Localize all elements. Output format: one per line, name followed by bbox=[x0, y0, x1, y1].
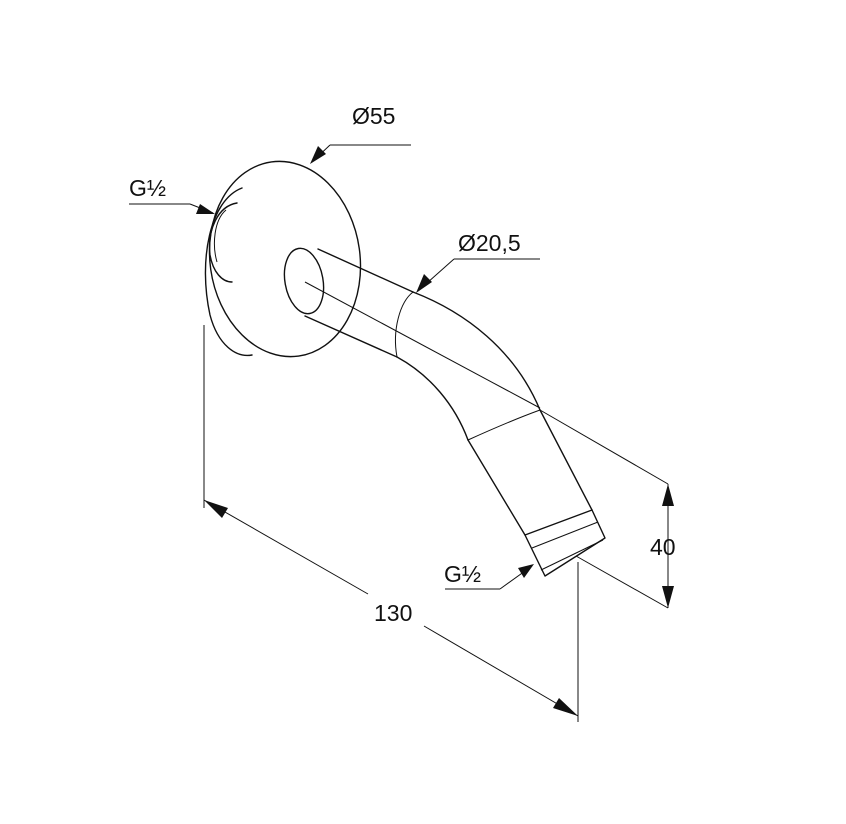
rosette-diameter-label: Ø55 bbox=[352, 103, 395, 129]
arrow-thread-right bbox=[518, 564, 534, 578]
arm-upper-edge bbox=[317, 248, 414, 293]
arm-end-lower-edge bbox=[467, 439, 526, 536]
arm-diameter-label: Ø20,5 bbox=[458, 230, 521, 256]
arrow-length-right bbox=[553, 698, 578, 716]
leader-thread-right: G½ bbox=[444, 561, 534, 590]
outlet-ring bbox=[531, 521, 599, 549]
arrow-arm bbox=[416, 274, 432, 293]
ext-line-top bbox=[539, 409, 669, 485]
arm-lower-edge bbox=[304, 315, 398, 358]
leader-arm: Ø20,5 bbox=[416, 230, 540, 293]
arm-end-upper-edge bbox=[539, 409, 593, 511]
arrow-thread-left bbox=[196, 204, 215, 214]
arrow-rosette bbox=[310, 146, 326, 164]
arrow-height-top bbox=[662, 484, 674, 506]
rear-thread-ring bbox=[213, 209, 227, 263]
dim-line-length-b bbox=[423, 625, 579, 717]
dim-length: 130 bbox=[203, 325, 579, 722]
leader-rosette: Ø55 bbox=[310, 103, 411, 164]
shower-arm bbox=[204, 160, 606, 577]
arrow-length-left bbox=[204, 500, 228, 518]
thread-right-label: G½ bbox=[444, 561, 481, 587]
arm-bend-outer bbox=[412, 291, 541, 411]
rear-thread-stub bbox=[208, 202, 238, 283]
length-label: 130 bbox=[374, 600, 412, 626]
center-line bbox=[304, 281, 541, 409]
arrow-height-bottom bbox=[662, 586, 674, 608]
arm-joint-1 bbox=[395, 291, 414, 358]
ext-line-bottom bbox=[575, 555, 669, 609]
height-label: 40 bbox=[650, 534, 676, 560]
leader-thread-left: G½ bbox=[129, 175, 215, 214]
outlet-face bbox=[540, 539, 604, 571]
outlet-nipple bbox=[524, 509, 606, 577]
rosette-rim bbox=[204, 187, 253, 357]
dim-height: 40 bbox=[539, 409, 676, 609]
arm-joint-2 bbox=[467, 409, 541, 441]
rosette-outer bbox=[208, 160, 362, 358]
thread-left-label: G½ bbox=[129, 175, 166, 201]
arm-socket bbox=[283, 247, 325, 315]
arm-bend-inner bbox=[396, 356, 469, 441]
dim-line-length-a bbox=[203, 499, 369, 595]
